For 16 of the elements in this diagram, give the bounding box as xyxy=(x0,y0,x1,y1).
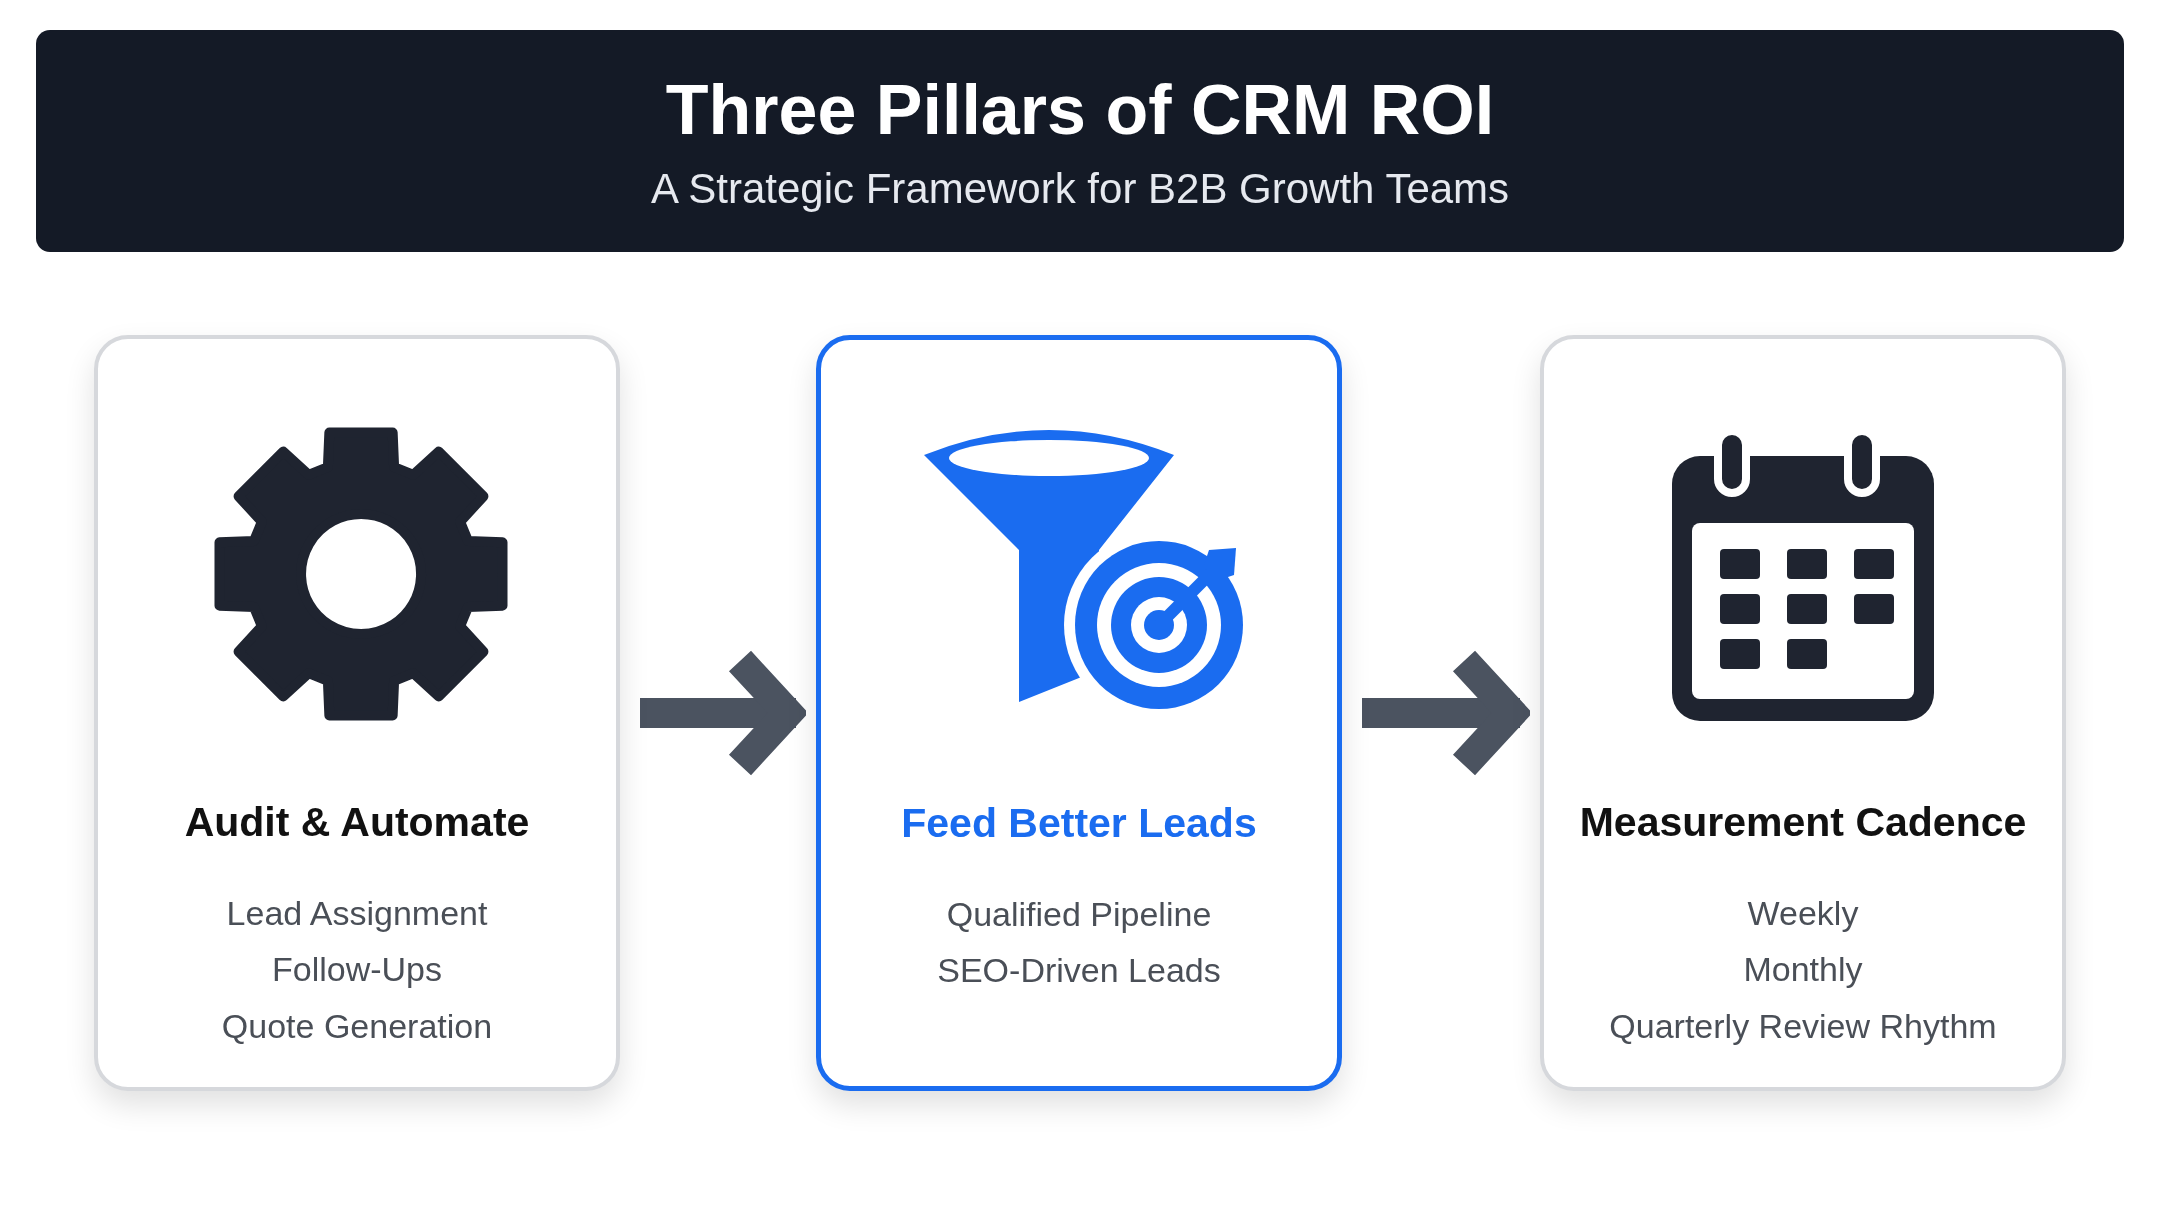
title: Three Pillars of CRM ROI xyxy=(664,70,1496,150)
list-item: SEO-Driven Leads xyxy=(936,951,1222,990)
list-item: Quarterly Review Rhythm xyxy=(1608,1007,1998,1046)
list-item: Follow-Ups xyxy=(270,950,443,989)
pillar-card xyxy=(94,335,620,1091)
list-item: Monthly xyxy=(1742,950,1864,989)
card-heading: Measurement Cadence xyxy=(1578,799,2028,846)
card-heading: Feed Better Leads xyxy=(900,800,1258,847)
card-heading: Audit & Automate xyxy=(183,799,531,846)
list-item: Qualified Pipeline xyxy=(945,895,1213,934)
subtitle: A Strategic Framework for B2B Growth Teams xyxy=(649,165,1511,213)
pillar-card xyxy=(1540,335,2066,1091)
list-item: Weekly xyxy=(1746,894,1860,933)
list-item: Lead Assignment xyxy=(225,894,489,933)
pillar-card xyxy=(816,335,1342,1091)
list-item: Quote Generation xyxy=(220,1007,494,1046)
